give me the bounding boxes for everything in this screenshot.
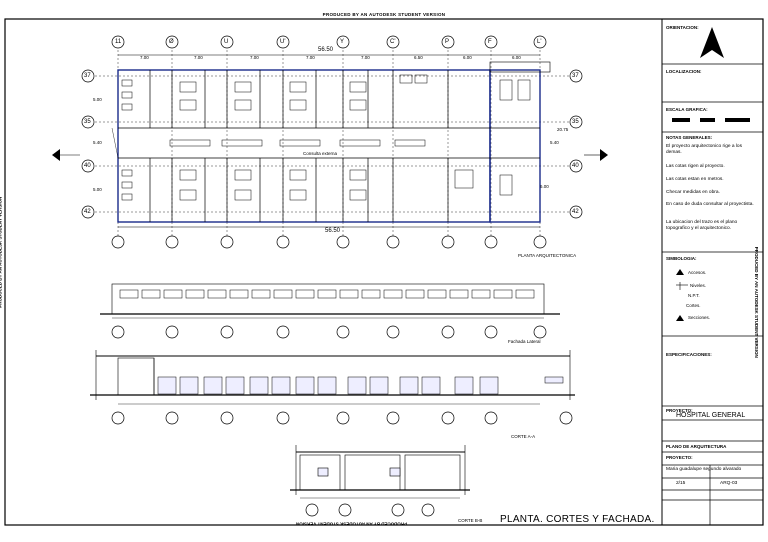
legend-item: N.P.T.	[688, 293, 700, 298]
grid-row-label: 35	[84, 119, 91, 125]
legend-item: Accesos.	[688, 270, 707, 275]
note-item: El proyecto arquitectonico rige a los de…	[666, 144, 742, 155]
legend-item: Cortes.	[686, 303, 701, 308]
legend-item: Secciones.	[688, 315, 711, 320]
plan-heading: PLANO DE ARQUITECTURA	[666, 444, 727, 449]
grid-bubbles-top	[81, 35, 583, 249]
corridor-label: Consulta externa	[303, 151, 338, 156]
dimension: 5.00	[93, 97, 102, 102]
dimension: 6.50	[414, 55, 423, 60]
grid-row-label: 37	[572, 73, 579, 79]
note-item: La ubicacion del trazo es el plano topog…	[666, 220, 738, 231]
grid-col-label: F	[488, 39, 492, 45]
dimension: 6.00	[463, 55, 472, 60]
grid-bubbles-facade	[111, 325, 547, 339]
title-block	[662, 63, 763, 525]
section-b-title: CORTE B-B	[458, 518, 483, 523]
grid-col-label: L'	[537, 39, 542, 45]
grid-bubbles-section-b	[305, 503, 435, 517]
specs-heading: ESPECIFICACIONES:	[666, 352, 712, 357]
dimension: 20.75	[557, 127, 569, 132]
section-marker-left	[52, 149, 60, 161]
note-item: Las cotas rigen al proyecto.	[666, 164, 725, 169]
dimension: 5.40	[550, 140, 559, 145]
grid-bubbles-section-a	[111, 411, 573, 425]
grid-row-label: 35	[572, 119, 579, 125]
legend-item: Niveles.	[690, 283, 707, 288]
section-symbol-icon	[676, 315, 684, 321]
grid-row-label: 40	[84, 163, 91, 169]
note-item: En caso de duda consultar al proyectista…	[666, 202, 754, 207]
dimension: 7.00	[250, 55, 259, 60]
sheet-code: ARQ-03	[720, 481, 738, 486]
grid-col-label: P	[445, 39, 450, 45]
dimension: 7.00	[361, 55, 370, 60]
facade-title: Fachada Lateral	[508, 339, 541, 344]
total-dimension-bottom: 56.50	[325, 228, 341, 234]
notes-heading: NOTAS GENERALES:	[666, 135, 713, 140]
north-arrow-icon	[700, 27, 724, 58]
grid-col-label: 11	[115, 39, 122, 45]
project-name: HOSPITAL GENERAL	[676, 412, 746, 419]
orientation-heading: ORIENTACION:	[666, 25, 699, 30]
grid-row-label: 40	[572, 163, 579, 169]
grid-col-label: U'	[280, 39, 286, 45]
dimension: 6.00	[512, 55, 521, 60]
symbology-heading: SIMBOLOGIA:	[666, 256, 697, 261]
scale-heading: ESCALA GRAFICA:	[666, 107, 708, 112]
dimension: 7.00	[140, 55, 149, 60]
grid-row-label: 42	[572, 209, 579, 215]
floor-plan	[95, 42, 572, 242]
section-a-a	[90, 350, 575, 405]
author-name: Maria guadalupe segundo alvarado	[666, 467, 742, 472]
lateral-facade	[100, 283, 560, 319]
sheet-number: 2/15	[676, 481, 686, 486]
plan-title: PLANTA ARQUITECTONICA	[518, 253, 577, 258]
section-b-b	[290, 445, 470, 499]
dimension: 5.00	[93, 187, 102, 192]
grid-col-label: Ø	[169, 39, 174, 45]
watermark-top: PRODUCED BY AN AUTODESK STUDENT VERSION	[322, 12, 446, 17]
section-marker-right	[600, 149, 608, 161]
drew-heading: PROYECTO:	[666, 455, 693, 460]
grid-col-label: C'	[390, 39, 396, 45]
dimension: 7.00	[194, 55, 203, 60]
total-dimension: 56.50	[318, 47, 334, 53]
dimension: 5.40	[93, 140, 102, 145]
note-item: Checar medidas en obra.	[666, 190, 720, 195]
watermark-bottom: PRODUCED BY AN AUTODESK STUDENT VERSION	[296, 521, 408, 527]
dimension: 6.00	[540, 184, 549, 189]
sheet-border	[4, 18, 764, 526]
project-heading: PROYECTO:	[666, 408, 693, 413]
grid-col-label: Y	[340, 39, 345, 45]
dimension: 7.00	[306, 55, 315, 60]
sheet-title: PLANTA. CORTES Y FACHADA.	[500, 514, 655, 525]
note-item: Las cotas estan en metros.	[666, 177, 724, 182]
access-icon	[676, 269, 684, 275]
grid-col-label: U	[224, 39, 229, 45]
grid-row-label: 42	[84, 209, 91, 215]
section-a-title: CORTE A-A	[511, 434, 536, 439]
watermark-right: PRODUCED BY AN AUTODESK STUDENT VERSION	[753, 246, 759, 358]
grid-row-label: 37	[84, 73, 91, 79]
location-heading: LOCALIZACION:	[666, 69, 702, 74]
watermark-left: PRODUCED BY AN AUTODESK STUDENT VERSION	[0, 196, 3, 308]
